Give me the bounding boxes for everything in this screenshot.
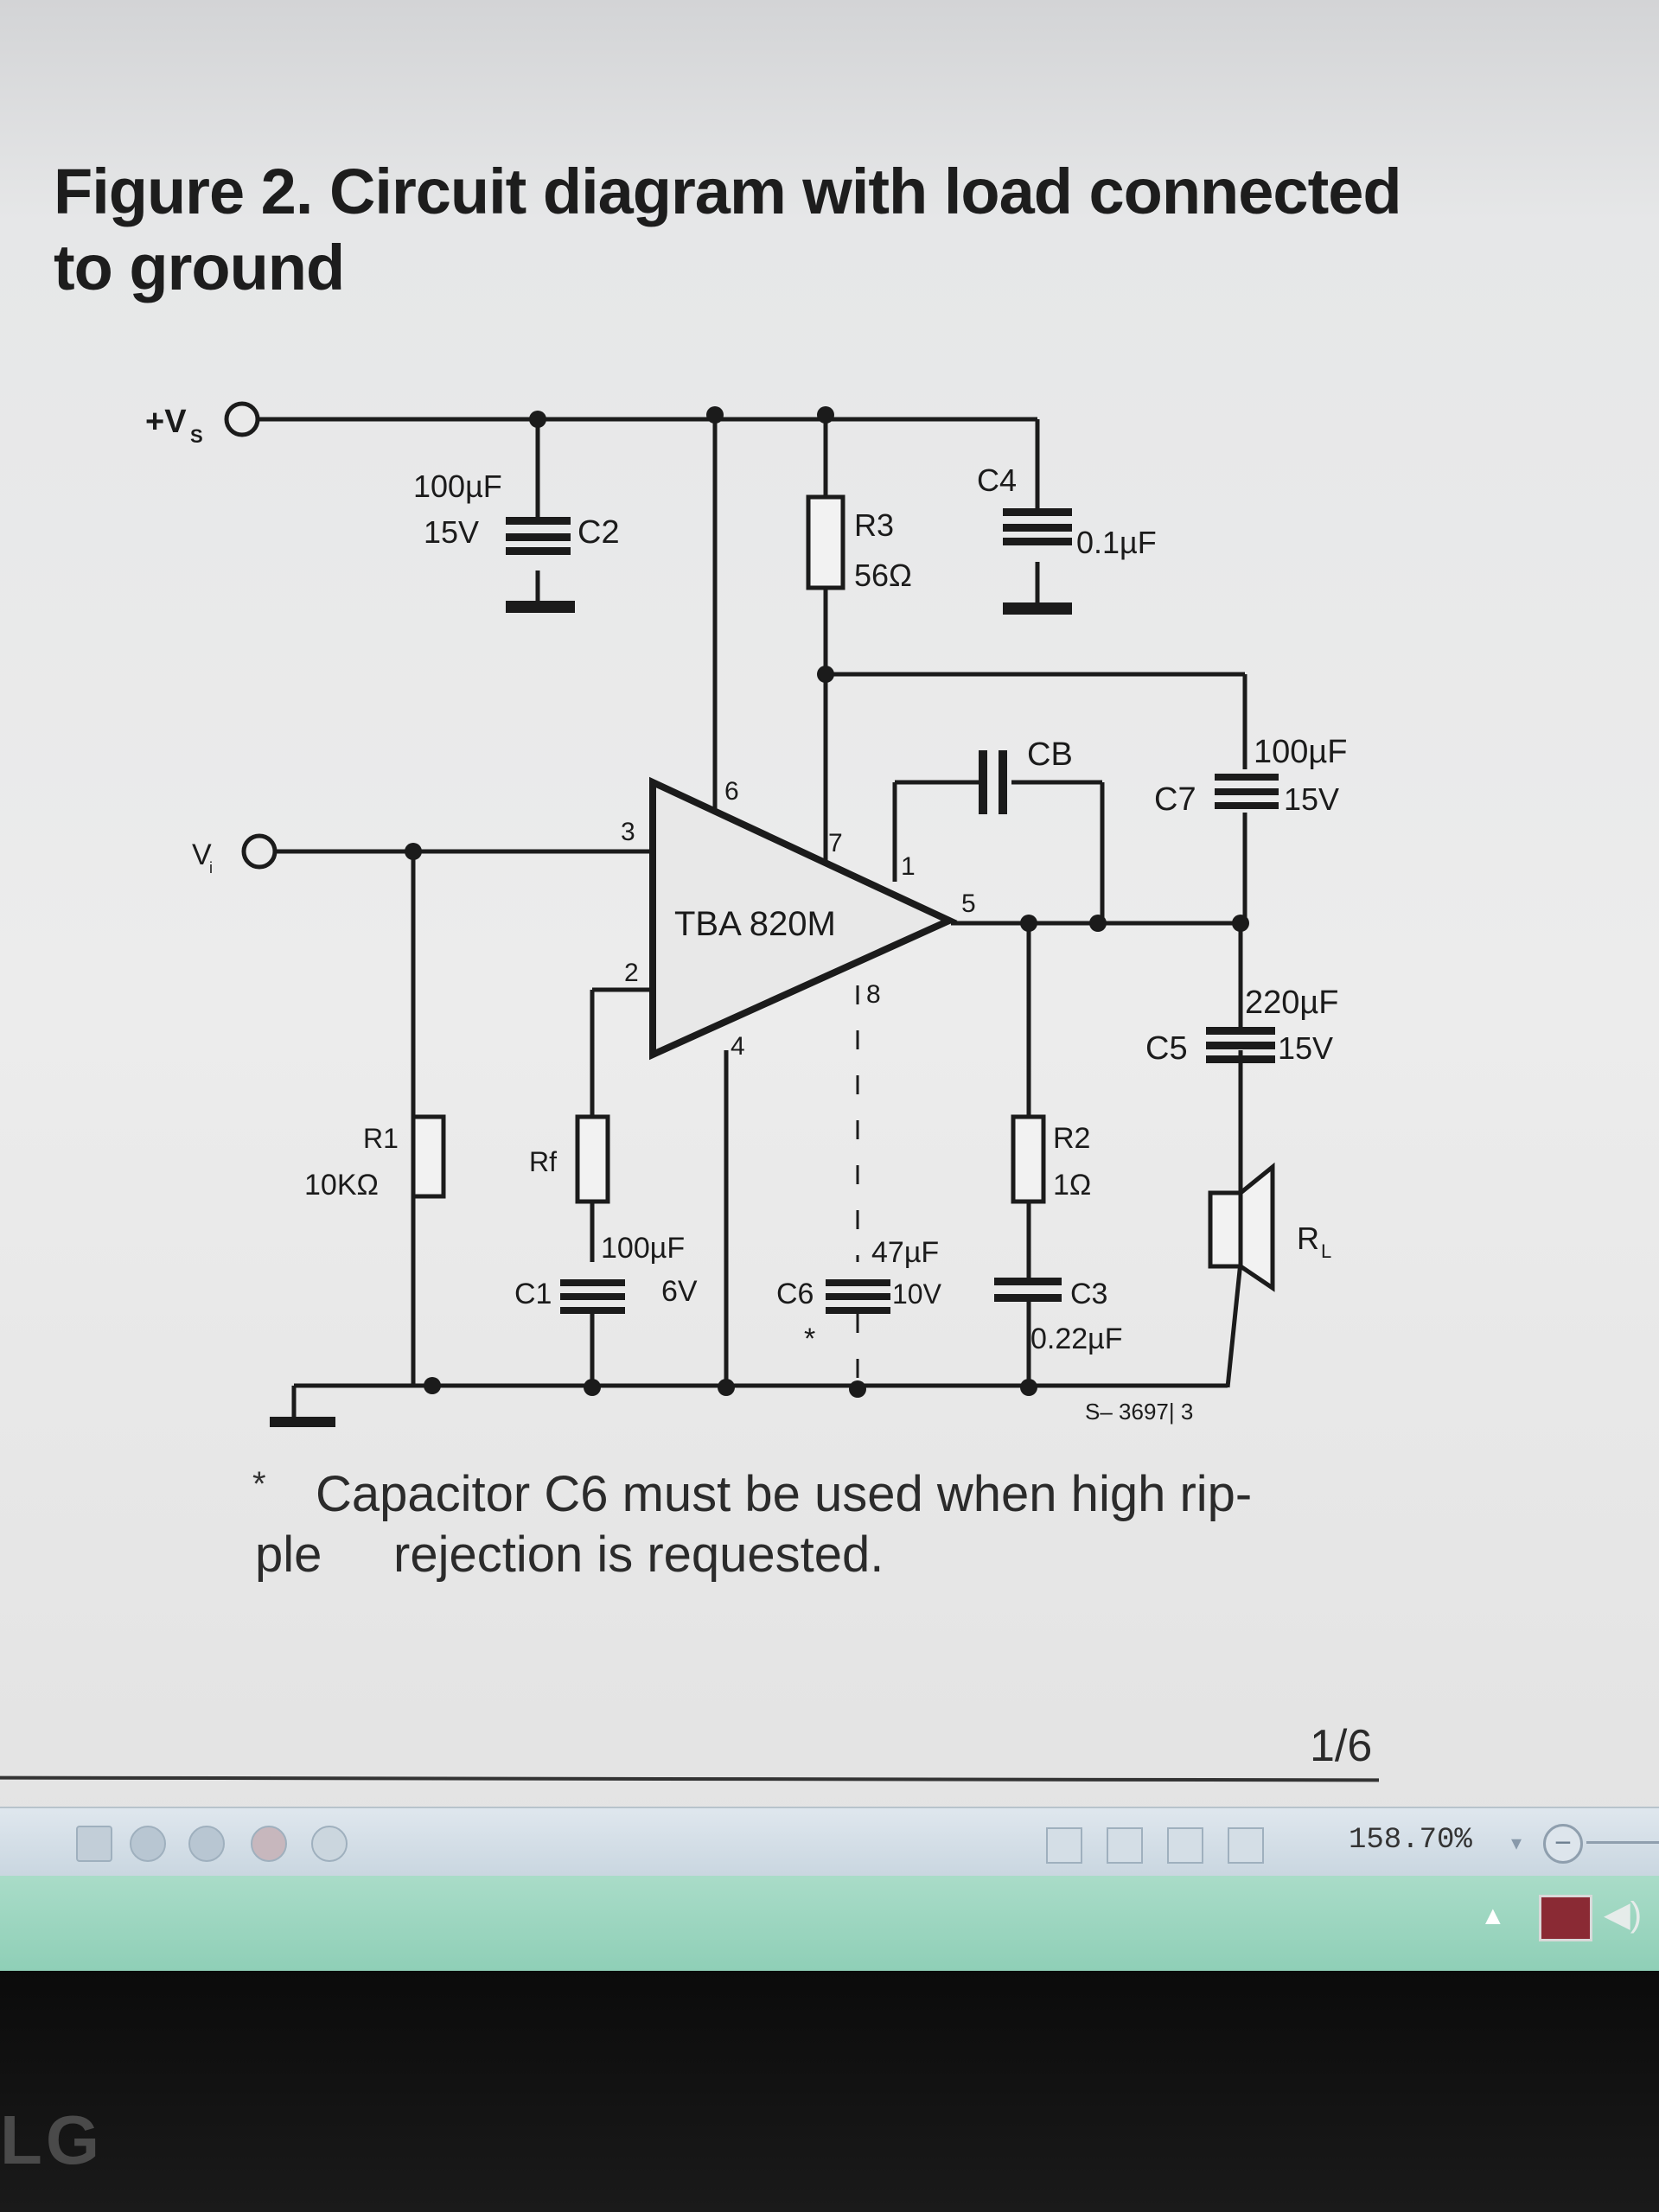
show-hidden-icons-arrow-icon[interactable]: ▲ xyxy=(1480,1902,1506,1930)
drawing-code: S– 3697| 3 xyxy=(1085,1399,1193,1425)
two-page-view-button[interactable] xyxy=(1107,1827,1143,1864)
pin-8-label: 8 xyxy=(866,980,881,1009)
r2-name: R2 xyxy=(1053,1122,1090,1155)
speaker-rl xyxy=(1208,1162,1275,1292)
figure-title-line2: to ground xyxy=(54,232,345,303)
pin-6-label: 6 xyxy=(724,777,739,806)
pin-3-label: 3 xyxy=(621,818,635,846)
c6-voltage: 10V xyxy=(892,1278,942,1310)
single-page-view-button[interactable] xyxy=(1046,1827,1082,1864)
page-counter: 1/6 xyxy=(1310,1721,1373,1771)
c7-value: 100µF xyxy=(1254,734,1348,770)
volume-icon[interactable]: ◀) xyxy=(1604,1896,1643,1934)
r3-value: 56Ω xyxy=(854,558,912,593)
c6-value: 47µF xyxy=(871,1236,939,1269)
input-label: V xyxy=(192,838,212,871)
c7-name: C7 xyxy=(1154,781,1196,818)
capacitor-plates xyxy=(506,508,1279,1314)
pin-1-label: 1 xyxy=(901,852,916,881)
pin-2-label: 2 xyxy=(624,959,639,987)
rotate-right-button[interactable] xyxy=(311,1826,348,1862)
c6-footnote-mark: * xyxy=(804,1323,815,1355)
rl-subscript: L xyxy=(1321,1240,1331,1262)
footnote-line2: rejection is requested. xyxy=(393,1527,884,1583)
c5-value: 220µF xyxy=(1245,985,1339,1021)
c4-name: C4 xyxy=(977,462,1017,498)
r2-value: 1Ω xyxy=(1053,1169,1091,1202)
figure-title-line1: Figure 2. Circuit diagram with load conn… xyxy=(54,156,1402,227)
rl-name: R xyxy=(1297,1221,1319,1256)
zoom-slider[interactable] xyxy=(1586,1841,1659,1844)
previous-page-button[interactable] xyxy=(130,1826,166,1862)
r1-value: 10KΩ xyxy=(304,1169,379,1202)
circuit-wires xyxy=(259,417,1247,1418)
c6-name: C6 xyxy=(776,1278,814,1310)
monitor-bezel: LG xyxy=(0,1971,1659,2212)
c3-value: 0.22µF xyxy=(1030,1323,1123,1355)
input-terminal xyxy=(241,833,278,870)
ic-label: TBA 820M xyxy=(674,905,836,943)
c2-value: 100µF xyxy=(413,469,502,504)
r1-name: R1 xyxy=(363,1123,399,1154)
resistor-bodies xyxy=(411,494,1046,1204)
supply-subscript: S xyxy=(190,425,203,447)
c2-voltage: 15V xyxy=(424,514,479,550)
document-viewer-screen: Figure 2. Circuit diagram with load conn… xyxy=(0,0,1659,1877)
monitor-brand-logo: LG xyxy=(0,2101,104,2178)
first-page-button[interactable] xyxy=(76,1826,112,1862)
viewer-toolbar: 158.70% ▾ − xyxy=(0,1807,1659,1877)
zoom-dropdown-icon[interactable]: ▾ xyxy=(1511,1832,1522,1855)
taskbar: ▲ ◀) xyxy=(0,1876,1659,1971)
r3-name: R3 xyxy=(854,507,894,543)
grid-view-button[interactable] xyxy=(1167,1827,1203,1864)
c2-name: C2 xyxy=(577,514,620,551)
cb-name: CB xyxy=(1027,736,1073,773)
footnote-line2-hyphenated: ple xyxy=(255,1527,322,1583)
footnote-star: * xyxy=(252,1465,266,1503)
c5-voltage: 15V xyxy=(1278,1030,1333,1066)
network-icon[interactable] xyxy=(1539,1895,1592,1941)
c3-name: C3 xyxy=(1070,1278,1107,1310)
supply-label: +V xyxy=(145,404,187,440)
input-subscript: i xyxy=(209,859,213,877)
zoom-level-field[interactable]: 158.70% xyxy=(1349,1824,1472,1857)
rf-name: Rf xyxy=(529,1146,557,1177)
fit-width-button[interactable] xyxy=(1228,1827,1264,1864)
circuit-diagram: +V S V i 100µF 15V C2 R3 56Ω C4 0.1µF CB… xyxy=(145,401,1348,1425)
next-page-button[interactable] xyxy=(188,1826,225,1862)
c1-voltage: 6V xyxy=(661,1275,698,1308)
pin-4-label: 4 xyxy=(731,1032,745,1061)
footnote-line1: Capacitor C6 must be used when high rip- xyxy=(316,1466,1253,1522)
c5-name: C5 xyxy=(1145,1030,1188,1067)
pin-7-label: 7 xyxy=(828,829,843,857)
figure-title: Figure 2. Circuit diagram with load conn… xyxy=(54,154,1523,306)
c7-voltage: 15V xyxy=(1284,781,1339,817)
tba820m-amplifier xyxy=(649,776,958,1061)
junction-dots xyxy=(405,406,1249,1398)
rotate-left-button[interactable] xyxy=(251,1826,287,1862)
c1-value: 100µF xyxy=(601,1232,685,1265)
c1-name: C1 xyxy=(514,1278,552,1310)
c4-value: 0.1µF xyxy=(1076,525,1157,560)
supply-terminal xyxy=(224,401,260,437)
pin-5-label: 5 xyxy=(961,889,976,918)
zoom-out-button[interactable]: − xyxy=(1543,1824,1583,1864)
